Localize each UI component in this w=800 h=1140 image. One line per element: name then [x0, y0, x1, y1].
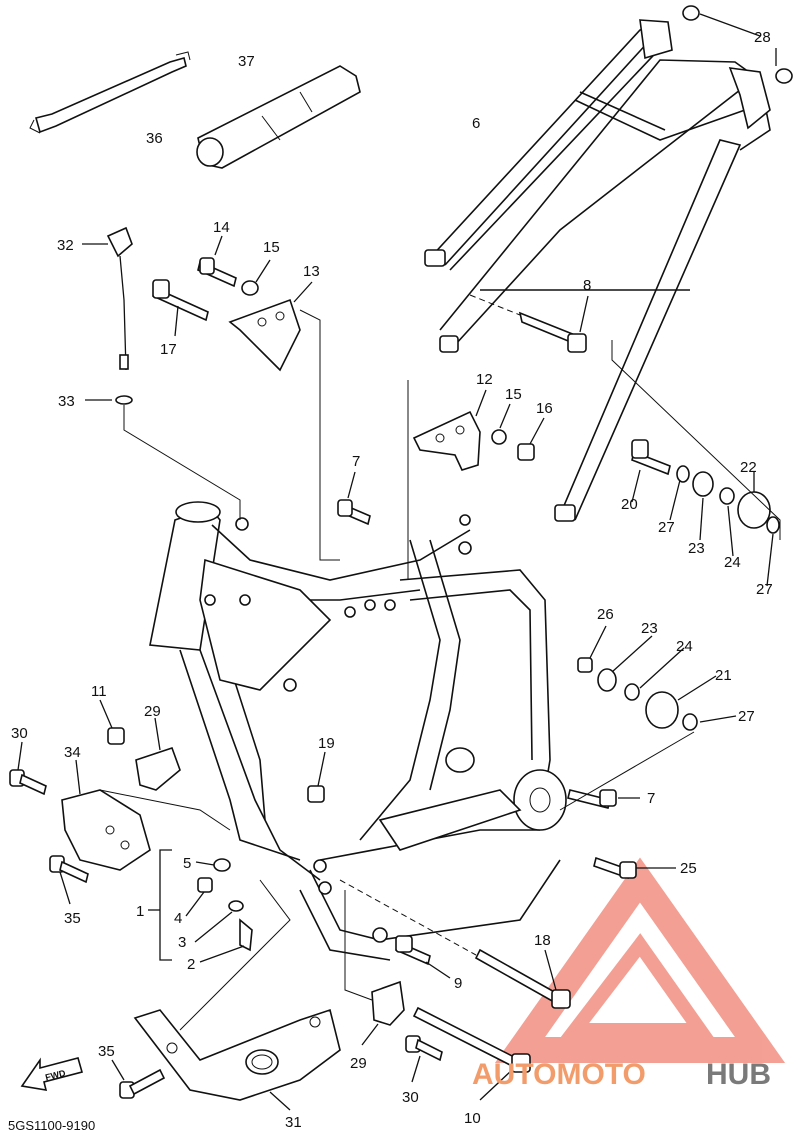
callout-24-b: 24: [724, 554, 741, 571]
callout-7-lower: 7: [647, 790, 655, 807]
callout-35-b: 35: [98, 1043, 115, 1060]
callout-8: 8: [583, 277, 591, 294]
callout-30-b: 30: [402, 1089, 419, 1106]
fwd-label: FWD: [44, 1068, 67, 1083]
callout-14: 14: [213, 219, 230, 236]
bolt-25: [593, 856, 676, 880]
callout-26: 26: [597, 606, 614, 623]
diagram-code: 5GS1100-9190: [8, 1118, 95, 1133]
callout-28: 28: [754, 29, 771, 46]
callout-4: 4: [174, 910, 182, 927]
bracket-12-group: [407, 380, 545, 580]
callout-34: 34: [64, 744, 81, 761]
callout-33: 33: [58, 393, 75, 410]
callout-15-a: 15: [263, 239, 280, 256]
engine-mount-upper: [611, 340, 781, 587]
callout-10: 10: [464, 1110, 481, 1127]
callout-17: 17: [160, 341, 177, 358]
callout-20: 20: [621, 496, 638, 513]
callout-23-a: 23: [641, 620, 658, 637]
callout-18: 18: [534, 932, 551, 949]
callout-27-a: 27: [658, 519, 675, 536]
bolt-7-upper: [337, 471, 371, 526]
fwd-arrow-icon: [20, 1057, 83, 1091]
rear-subframe: [424, 19, 771, 522]
callout-11: 11: [91, 683, 107, 700]
callout-36: 36: [146, 130, 163, 147]
cap-28: [682, 5, 793, 84]
watermark-text-primary: AUTOMOTO: [472, 1058, 646, 1091]
callout-29-b: 29: [350, 1055, 367, 1072]
watermark-logo: [494, 857, 786, 1063]
engine-mount-lower: [559, 625, 737, 811]
callout-30-a: 30: [11, 725, 28, 742]
box-spanner-tool: [196, 65, 361, 169]
bracket-13-group: [152, 235, 340, 561]
callout-37: 37: [238, 53, 255, 70]
assembly-1: [148, 849, 253, 963]
callout-5: 5: [183, 855, 191, 872]
callout-22: 22: [740, 459, 757, 476]
callout-12: 12: [476, 371, 493, 388]
bracket-29-lower: [344, 890, 443, 1083]
wrench-tool: [29, 51, 191, 134]
callout-16: 16: [536, 400, 553, 417]
callout-13: 13: [303, 263, 320, 280]
callout-3: 3: [178, 934, 186, 951]
callout-15-b: 15: [505, 386, 522, 403]
callout-25: 25: [680, 860, 697, 877]
callout-7-upper: 7: [352, 453, 360, 470]
bolt-8: [469, 294, 589, 353]
callout-labels: 1 2 3 4 5 6 7 7 8 9 10 11 12 13 14 15 15…: [11, 29, 773, 1131]
skid-plate: [111, 879, 341, 1111]
watermark-text-secondary: HUB: [706, 1058, 771, 1091]
callout-32: 32: [57, 237, 74, 254]
callout-19: 19: [318, 735, 335, 752]
callout-21: 21: [715, 667, 732, 684]
long-bolts: [339, 879, 571, 1101]
callout-1: 1: [136, 903, 144, 920]
callout-2: 2: [187, 956, 195, 973]
callout-9: 9: [454, 975, 462, 992]
callout-6: 6: [472, 115, 480, 132]
callout-27-c: 27: [738, 708, 755, 725]
main-frame: [149, 501, 567, 961]
callout-31: 31: [285, 1114, 302, 1131]
callout-29-a: 29: [144, 703, 161, 720]
callout-24-a: 24: [676, 638, 693, 655]
left-side-group: [9, 699, 326, 905]
callout-35-a: 35: [64, 910, 81, 927]
callout-23-b: 23: [688, 540, 705, 557]
oil-level-gauge: [82, 226, 241, 520]
callout-27-b: 27: [756, 581, 773, 598]
